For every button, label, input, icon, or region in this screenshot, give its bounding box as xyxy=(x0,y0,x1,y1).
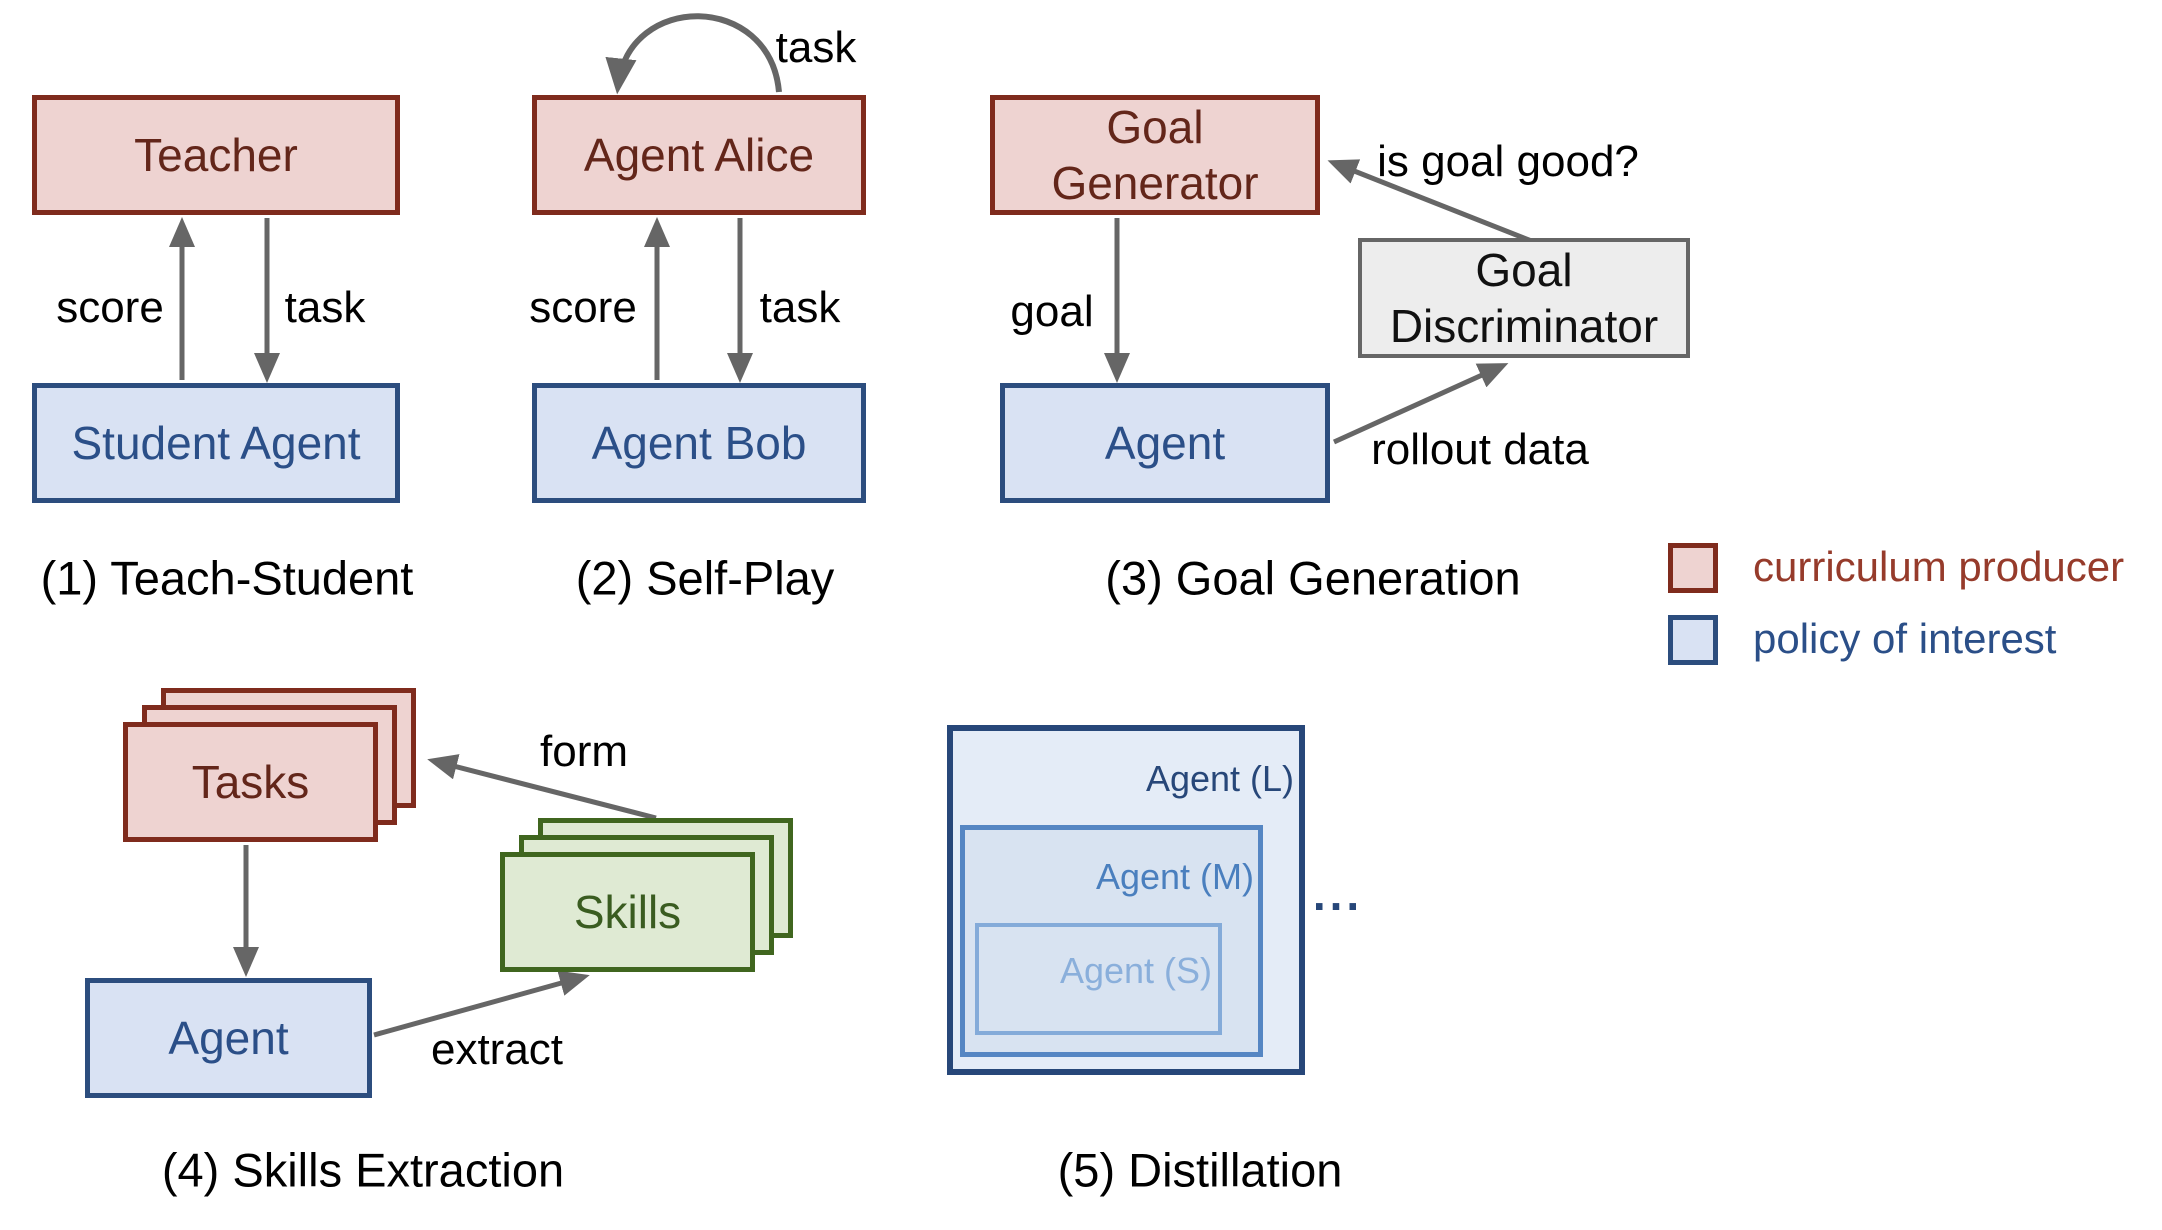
self-play-loop-arrow xyxy=(605,13,782,95)
goal-generator-box: Goal Generator xyxy=(990,95,1320,215)
rollout-data-arrow xyxy=(1332,363,1509,445)
task-label: task xyxy=(759,283,841,332)
tasks-card-front: Tasks xyxy=(123,722,378,842)
legend-curriculum-producer-swatch xyxy=(1668,543,1718,593)
legend-policy-of-interest-swatch xyxy=(1668,615,1718,665)
goal-discriminator-box: Goal Discriminator xyxy=(1358,238,1690,358)
agent-alice-box: Agent Alice xyxy=(532,95,866,215)
extract-arrow xyxy=(373,970,590,1038)
agent-medium-label: Agent (M) xyxy=(1095,856,1255,897)
legend-curriculum-producer-label: curriculum producer xyxy=(1753,543,2125,590)
student-agent-box: Student Agent xyxy=(32,383,400,503)
teacher-box: Teacher xyxy=(32,95,400,215)
agent-small-box xyxy=(975,923,1222,1035)
skills-card-front: Skills xyxy=(500,852,755,972)
agent-box: Agent xyxy=(1000,383,1330,503)
is-goal-good-label: is goal good? xyxy=(1377,137,1639,186)
goal-feedback-arrow xyxy=(1327,159,1535,245)
caption-self-play: (2) Self-Play xyxy=(575,551,835,605)
score-label: score xyxy=(56,283,164,332)
form-label: form xyxy=(540,727,628,776)
extract-label: extract xyxy=(430,1025,564,1074)
form-arrow xyxy=(427,754,657,821)
agent-large-label: Agent (L) xyxy=(1145,758,1295,799)
ellipsis-icon: ... xyxy=(1312,868,1364,920)
agent-small-label: Agent (S) xyxy=(1059,950,1213,991)
loop-task-label: task xyxy=(775,23,857,72)
goal-label: goal xyxy=(1010,287,1094,336)
agent-bob-box: Agent Bob xyxy=(532,383,866,503)
caption-goal-generation: (3) Goal Generation xyxy=(1105,551,1521,605)
caption-teach-student: (1) Teach-Student xyxy=(40,551,414,605)
legend-policy-of-interest-label: policy of interest xyxy=(1753,615,2057,662)
agent-box: Agent xyxy=(85,978,372,1098)
rollout-data-label: rollout data xyxy=(1371,425,1589,474)
caption-skills-extraction: (4) Skills Extraction xyxy=(161,1143,565,1197)
caption-distillation: (5) Distillation xyxy=(1057,1143,1343,1197)
task-label: task xyxy=(284,283,366,332)
score-label: score xyxy=(529,283,637,332)
